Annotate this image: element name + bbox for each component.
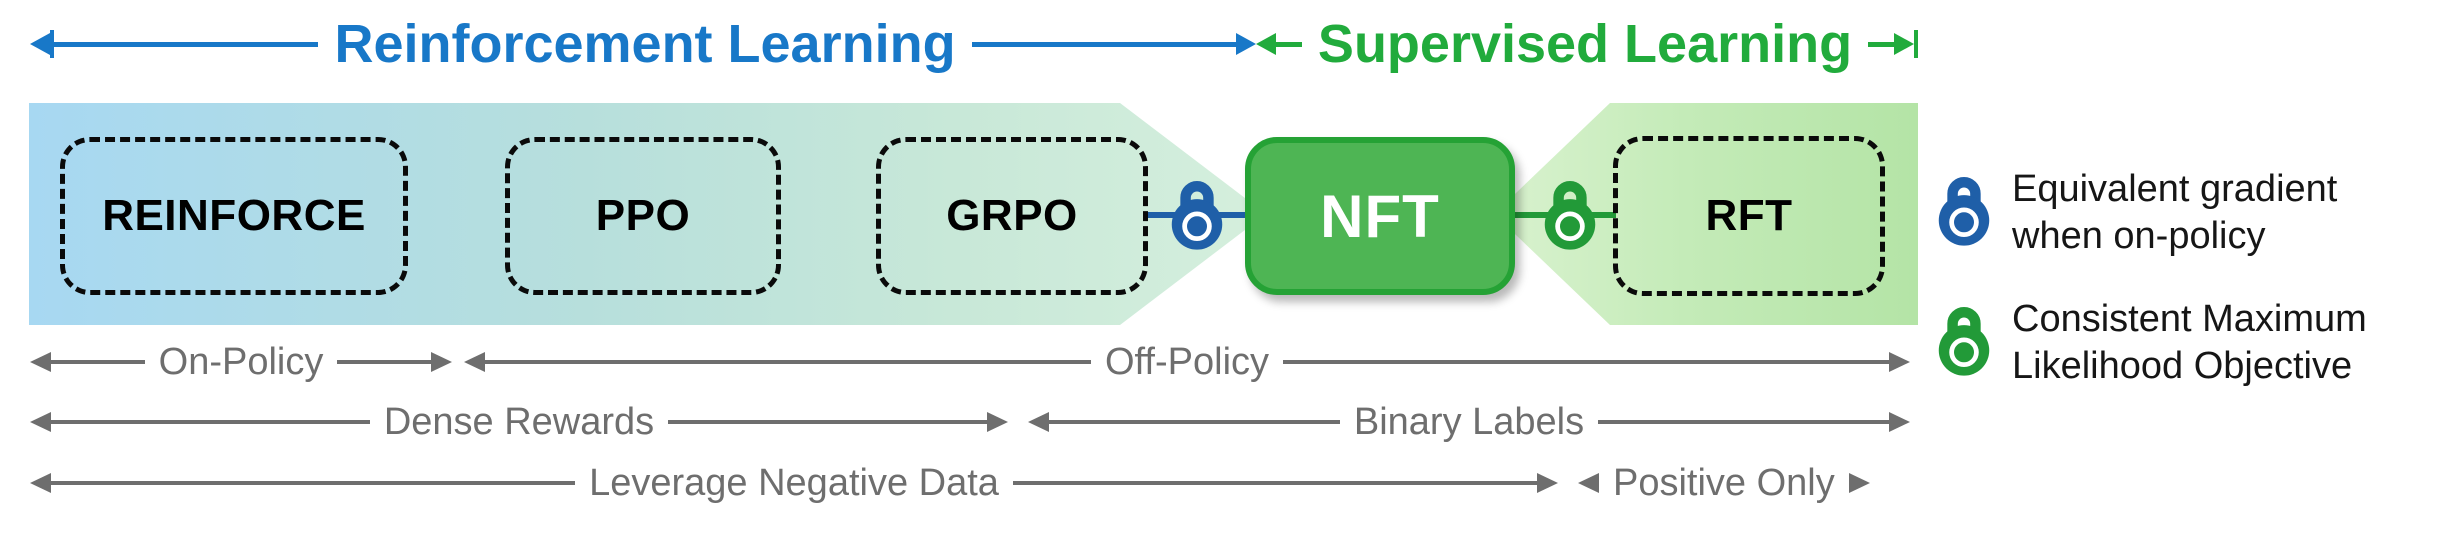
ppo-label: PPO (595, 191, 691, 240)
off-policy-label: Off-Policy (1105, 341, 1270, 383)
legend-line: Equivalent gradient (2012, 168, 2338, 210)
span-line (668, 420, 987, 424)
off-policy-span: Off-Policy (464, 338, 1911, 386)
left-arrowhead-icon (1578, 473, 1599, 493)
span-line (51, 360, 145, 364)
leverage-negative-data-span: Leverage Negative Data (30, 459, 1559, 507)
right-arrowhead-icon (1537, 473, 1559, 493)
axis-line (54, 41, 319, 47)
left-arrowhead-icon (30, 412, 51, 432)
legend-line: when on-policy (2012, 215, 2266, 257)
right-arrowhead-icon (1236, 33, 1257, 55)
leverage-negative-data-label: Leverage Negative Data (589, 462, 999, 504)
grpo-box: GRPO (876, 137, 1148, 295)
blue-lock-icon (1938, 168, 1990, 248)
span-line (51, 481, 576, 485)
reinforcement-learning-axis: Reinforcement Learning (30, 14, 1257, 74)
binary-labels-span: Binary Labels (1028, 398, 1910, 446)
left-arrowhead-icon (30, 33, 50, 55)
span-line (1283, 360, 1890, 364)
rft-box: RFT (1613, 136, 1885, 296)
span-line (1012, 481, 1538, 485)
legend-line: Likelihood Objective (2012, 345, 2353, 387)
right-arrowhead-icon (987, 412, 1008, 432)
on-policy-label: On-Policy (158, 341, 324, 383)
nft-label: NFT (1320, 182, 1440, 250)
span-line (1598, 420, 1889, 424)
left-arrowhead-icon (464, 352, 485, 372)
axis-line (1868, 41, 1894, 47)
ppo-box: PPO (505, 137, 781, 295)
legend-item-equivalent-gradient: Equivalent gradient when on-policy (2012, 166, 2337, 260)
blue-lock-icon (1171, 172, 1223, 252)
span-line (337, 360, 431, 364)
span-line (485, 360, 1091, 364)
left-arrowhead-icon (30, 473, 51, 493)
nft-box: NFT (1245, 137, 1515, 295)
on-policy-span: On-Policy (30, 338, 452, 386)
rft-label: RFT (1705, 191, 1793, 240)
right-arrowhead-icon (431, 352, 452, 372)
right-arrowhead-icon (1889, 352, 1911, 372)
supervised-learning-axis: Supervised Learning (1256, 14, 1918, 74)
axis-line (971, 41, 1237, 47)
legend-line: Consistent Maximum (2012, 298, 2367, 340)
reinforce-label: REINFORCE (102, 191, 366, 240)
span-line (51, 420, 370, 424)
axis-end-bar (50, 30, 54, 58)
right-arrowhead-icon (1848, 473, 1870, 493)
reinforce-box: REINFORCE (60, 137, 408, 295)
supervised-learning-label: Supervised Learning (1317, 14, 1853, 74)
right-arrowhead-icon (1894, 33, 1914, 55)
dense-rewards-span: Dense Rewards (30, 398, 1008, 446)
grpo-label: GRPO (946, 191, 1078, 240)
left-arrowhead-icon (1256, 33, 1276, 55)
green-lock-icon (1544, 172, 1596, 252)
left-arrowhead-icon (30, 352, 51, 372)
binary-labels-label: Binary Labels (1353, 401, 1585, 443)
axis-line (1276, 41, 1302, 47)
legend-item-consistent-ml-objective: Consistent Maximum Likelihood Objective (2012, 296, 2367, 390)
reinforcement-learning-label: Reinforcement Learning (334, 14, 956, 74)
green-lock-icon (1938, 298, 1990, 378)
dense-rewards-label: Dense Rewards (383, 401, 655, 443)
right-arrowhead-icon (1889, 412, 1910, 432)
left-arrowhead-icon (1028, 412, 1049, 432)
span-line (1049, 420, 1340, 424)
positive-only-span: Positive Only (1578, 459, 1910, 507)
axis-end-bar (1914, 30, 1918, 58)
positive-only-label: Positive Only (1613, 462, 1835, 504)
